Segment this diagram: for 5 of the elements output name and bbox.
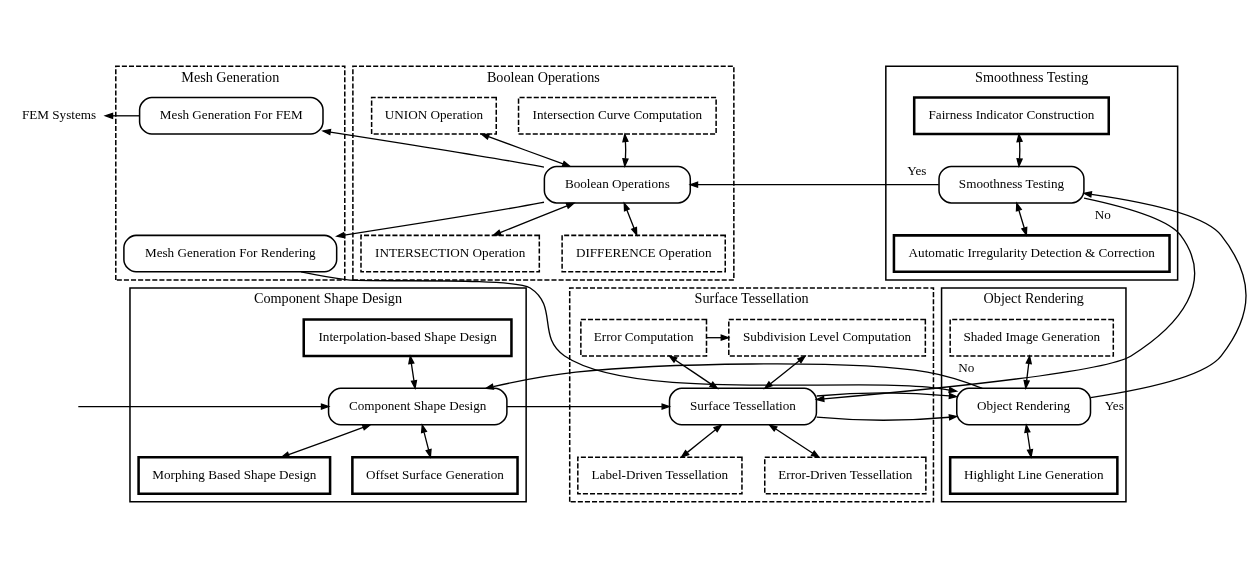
edge-label: Yes	[1104, 398, 1124, 414]
edge-label: No	[958, 360, 975, 376]
edge-label: Yes	[907, 163, 927, 179]
node-text: FEM Systems	[21, 107, 97, 123]
edge-label: No	[1094, 206, 1111, 222]
